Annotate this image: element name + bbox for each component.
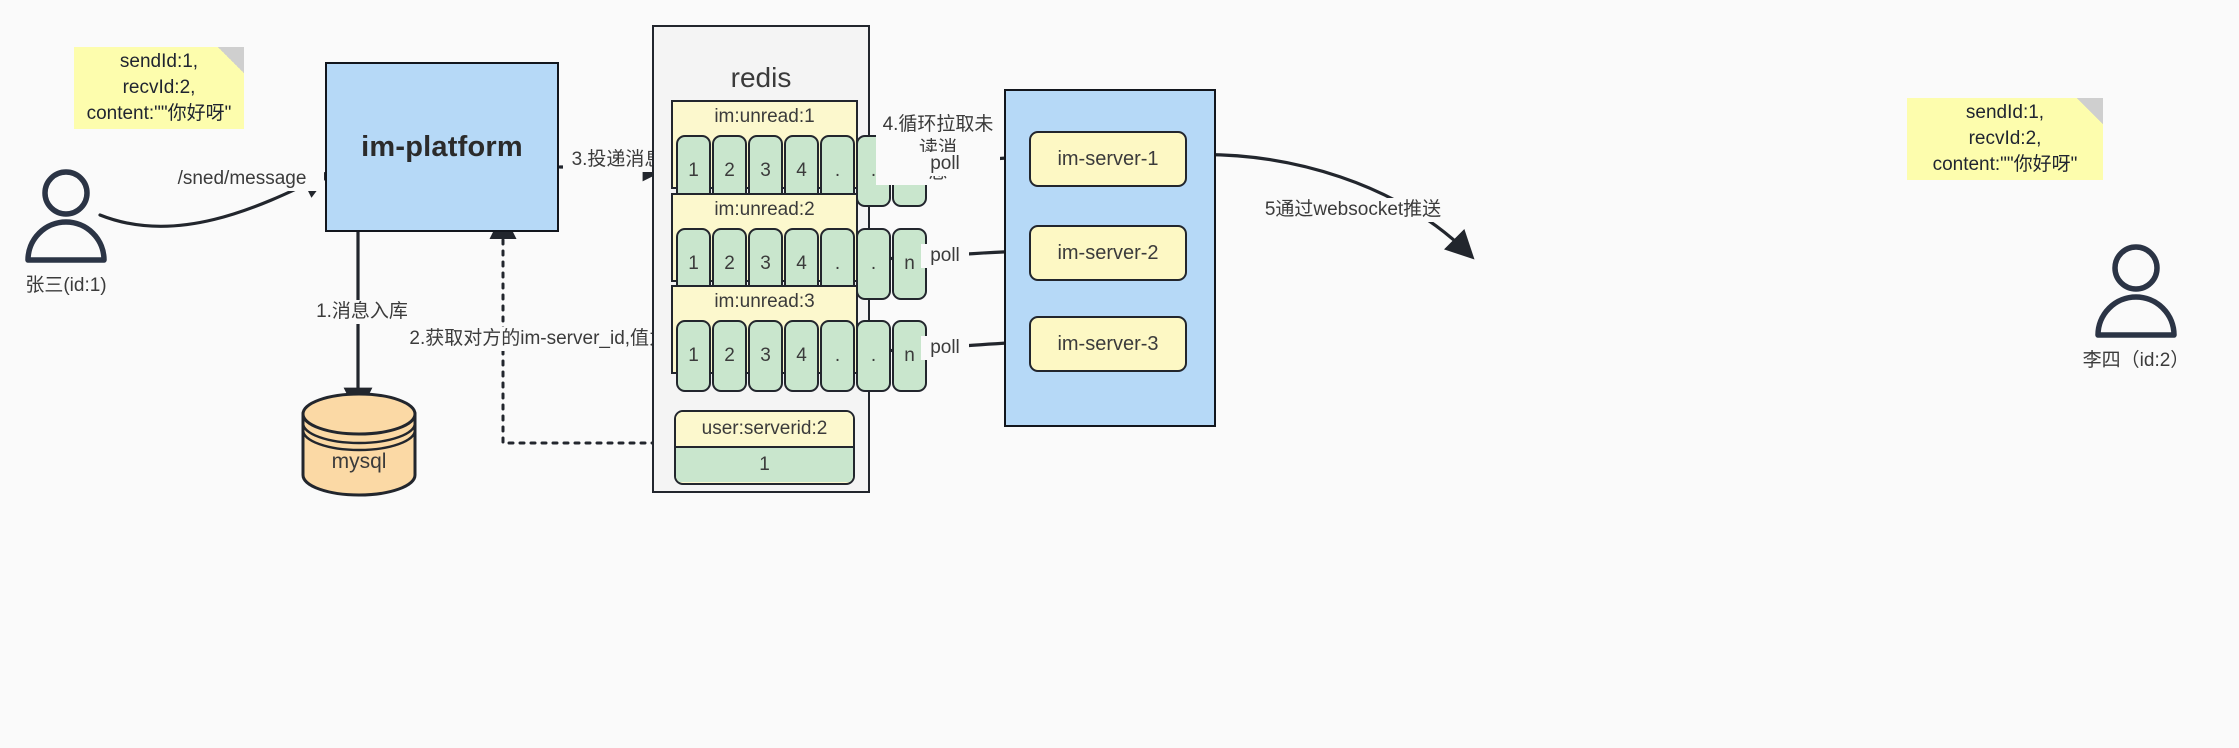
redis-queue-0-cells: 1 2 3 4 . . n (676, 135, 927, 207)
redis-queue-2-cells: 1 2 3 4 . . n (676, 320, 927, 392)
im-server-2-box[interactable]: im-server-2 (1029, 225, 1187, 281)
edge-label-poll-3: poll (921, 336, 969, 360)
sticky-note-receiver: sendId:1, recvId:2, content:""你好呀" (1907, 98, 2103, 180)
edge-label-step1: 1.消息入库 (295, 300, 429, 324)
edge-label-poll-1: poll (921, 152, 969, 176)
queue-cell: . (856, 320, 891, 392)
queue-cell: 3 (748, 320, 783, 392)
person-icon (25, 169, 107, 263)
redis-title: redis (730, 62, 792, 93)
mysql-database: mysql (299, 392, 419, 497)
redis-queue-0: im:unread:1 1 2 3 4 . . n (671, 100, 927, 207)
im-server-3-box[interactable]: im-server-3 (1029, 316, 1187, 372)
redis-kv-value: 1 (676, 446, 853, 482)
redis-queue-1-key: im:unread:2 (714, 199, 815, 220)
actor-receiver-label: 李四（id:2） (2082, 350, 2190, 371)
mysql-label: mysql (331, 450, 387, 473)
im-server-1-box[interactable]: im-server-1 (1029, 131, 1187, 187)
queue-cell: 2 (712, 320, 747, 392)
im-platform-box[interactable]: im-platform (325, 62, 559, 232)
database-cylinder-icon (301, 392, 417, 497)
queue-cell: 1 (676, 320, 711, 392)
note-fold-icon (2077, 98, 2103, 124)
redis-kv-key: user:serverid:2 (676, 412, 853, 446)
sticky-note-receiver-text: sendId:1, recvId:2, content:""你好呀" (1932, 102, 2078, 175)
redis-queue-2-key: im:unread:3 (714, 291, 815, 312)
sticky-note-sender-text: sendId:1, recvId:2, content:""你好呀" (86, 51, 232, 124)
queue-cell: 4 (784, 320, 819, 392)
edge-label-poll-2: poll (921, 244, 969, 268)
actor-receiver (2090, 243, 2182, 339)
redis-queue-2: im:unread:3 1 2 3 4 . . n (671, 285, 927, 392)
edge-label-step5: 5通过websocket推送 (1251, 198, 1455, 222)
queue-cell: . (856, 228, 891, 300)
sticky-note-sender: sendId:1, recvId:2, content:""你好呀" (74, 47, 244, 129)
note-fold-icon (218, 47, 244, 73)
edge-label-step4: 4.循环拉取未读消 息 (876, 113, 1000, 185)
im-server-1-label: im-server-1 (1057, 147, 1159, 170)
edge-label-send-message: /sned/message (160, 167, 324, 191)
im-server-2-label: im-server-2 (1057, 241, 1159, 264)
actor-sender (20, 168, 112, 264)
redis-queue-0-key: im:unread:1 (714, 106, 815, 127)
im-server-3-label: im-server-3 (1057, 332, 1159, 355)
queue-cell: . (820, 320, 855, 392)
redis-kv-user-serverid: user:serverid:2 1 (674, 410, 855, 485)
person-icon (2095, 244, 2177, 338)
edge-label-step2: 2.获取对方的im-server_id,值为1 (398, 327, 690, 351)
redis-queue-1: im:unread:2 1 2 3 4 . . n (671, 193, 927, 300)
actor-sender-label: 张三(id:1) (25, 275, 107, 296)
im-platform-label: im-platform (361, 130, 523, 163)
